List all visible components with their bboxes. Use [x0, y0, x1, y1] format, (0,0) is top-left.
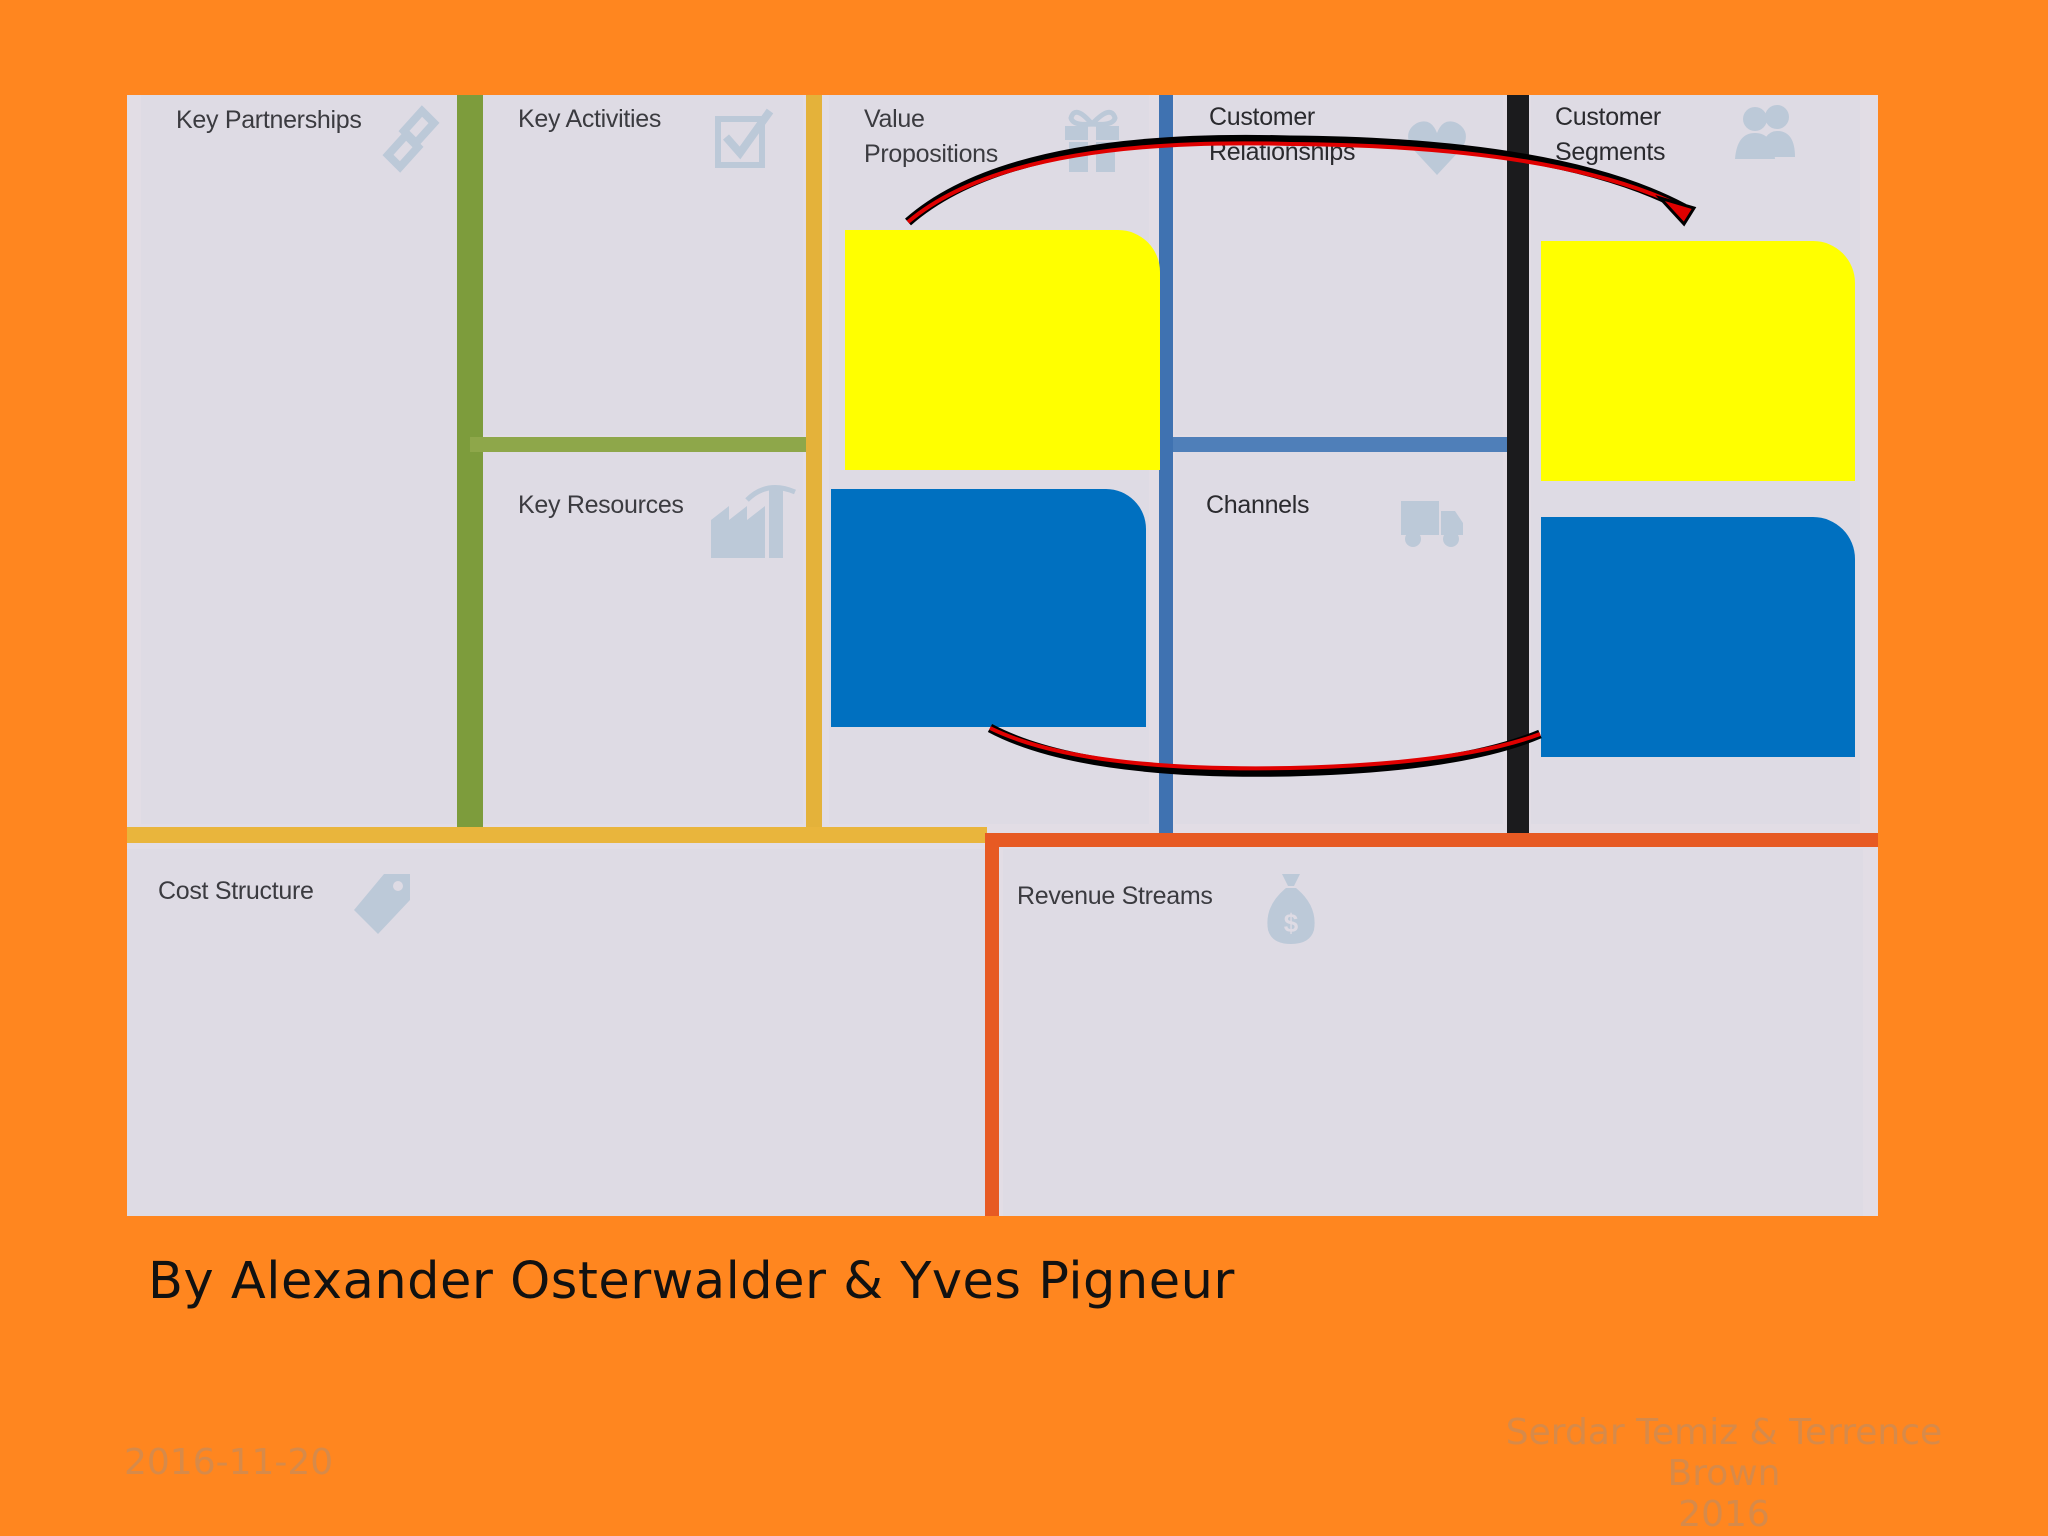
slide-date: 2016-11-20 — [124, 1442, 334, 1483]
footer-year: 2016 — [1678, 1494, 1770, 1535]
divider-green — [457, 95, 483, 831]
divider-yellow — [806, 95, 822, 831]
cell-key-partnerships — [141, 95, 457, 824]
divider-black — [1507, 95, 1529, 839]
divider-revenue-left — [985, 833, 999, 1216]
label-key-activities: Key Activities — [518, 105, 662, 133]
cell-cost-structure — [127, 849, 985, 1216]
cell-key-resources — [483, 452, 803, 824]
label-revenue-streams: Revenue Streams — [1017, 882, 1213, 910]
footer-authors: Serdar Temiz & Terrence Brown — [1505, 1412, 1943, 1494]
svg-text:$: $ — [1284, 908, 1299, 938]
customer-segments-blue-block — [1541, 517, 1855, 757]
link-icon — [382, 105, 440, 173]
divider-blue — [1159, 95, 1173, 835]
bottom-curved-arrow — [987, 724, 1542, 777]
money-bag-icon: $ — [1267, 874, 1315, 944]
divider-cost-top — [127, 827, 987, 843]
divider-green-horizontal — [470, 437, 808, 452]
divider-blue-horizontal — [1173, 437, 1523, 452]
label-key-resources: Key Resources — [518, 491, 684, 519]
label-cost-structure: Cost Structure — [158, 877, 314, 905]
checkbox-icon — [715, 108, 774, 168]
byline: By Alexander Osterwalder & Yves Pigneur — [148, 1252, 1235, 1311]
value-propositions-yellow-block — [845, 230, 1160, 470]
tag-icon — [354, 874, 410, 934]
factory-icon — [711, 485, 796, 558]
truck-icon — [1401, 501, 1463, 547]
top-curved-arrow — [905, 134, 1697, 227]
divider-revenue-top — [987, 833, 1878, 847]
label-key-partnerships: Key Partnerships — [176, 106, 362, 134]
cell-key-activities — [483, 95, 803, 435]
label-channels: Channels — [1206, 491, 1310, 519]
customer-segments-yellow-block — [1541, 241, 1855, 481]
slide-footer: Serdar Temiz & Terrence Brown 2016 — [1450, 1412, 1998, 1535]
label-value-propositions: Value Propositions — [864, 105, 998, 168]
users-icon — [1735, 105, 1795, 159]
label-customer-segments: Customer Segments — [1555, 103, 1666, 166]
value-propositions-blue-block — [831, 489, 1146, 727]
cell-revenue-streams — [1003, 849, 1863, 1216]
